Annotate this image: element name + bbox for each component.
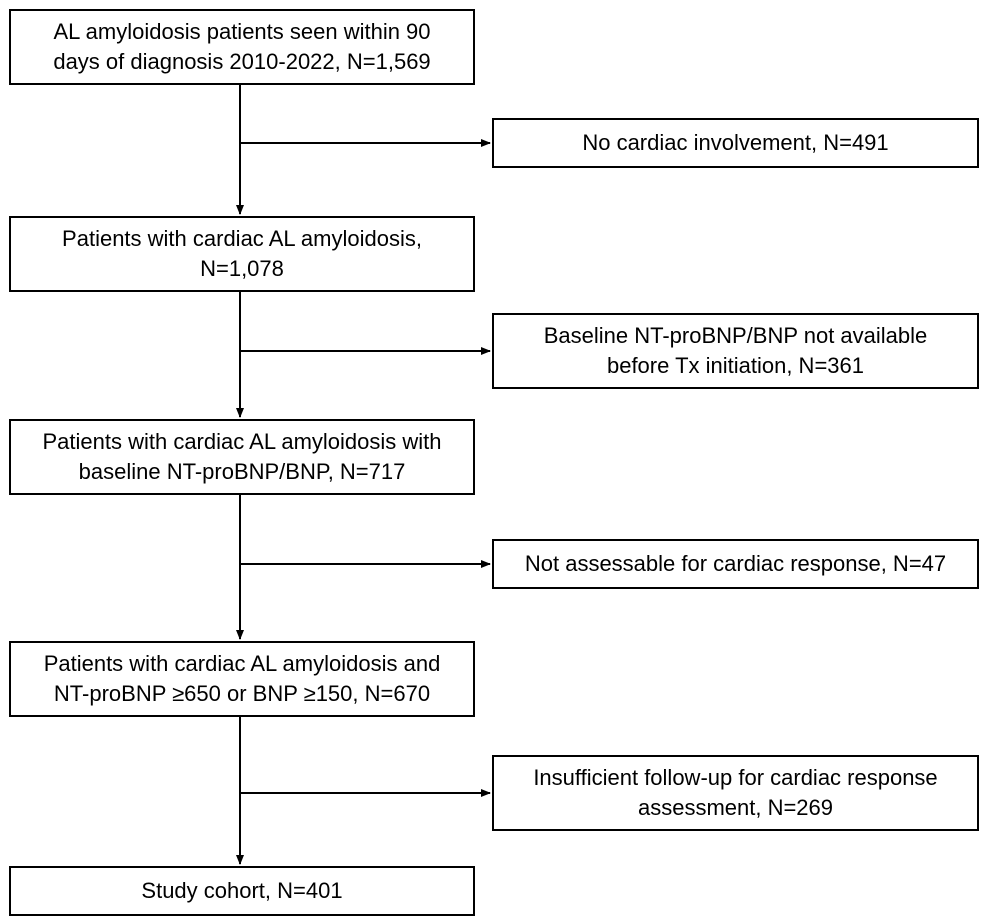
step-4-line-2: NT-proBNP ≥650 or BNP ≥150, N=670 (53, 681, 431, 706)
exclusion-box-insufficient-follow-up: Insufficient follow-up for cardiac respo… (492, 755, 979, 831)
exclusion-box-no-baseline-biomarker: Baseline NT-proBNP/BNP not available bef… (492, 313, 979, 389)
exclusion-1-line-1: No cardiac involvement, N=491 (582, 130, 889, 155)
step-5-line-1: Study cohort, N=401 (141, 878, 343, 903)
exclusion-box-not-assessable: Not assessable for cardiac response, N=4… (492, 539, 979, 589)
exclusion-4-line-1: Insufficient follow-up for cardiac respo… (533, 765, 938, 790)
exclusion-2-line-2: before Tx initiation, N=361 (606, 353, 864, 378)
exclusion-3-line-1: Not assessable for cardiac response, N=4… (524, 551, 947, 576)
step-box-biomarker-threshold: Patients with cardiac AL amyloidosis and… (9, 641, 475, 717)
step-3-line-1: Patients with cardiac AL amyloidosis wit… (42, 429, 442, 454)
exclusion-2-line-1: Baseline NT-proBNP/BNP not available (543, 323, 928, 348)
exclusion-box-no-cardiac-involvement: No cardiac involvement, N=491 (492, 118, 979, 168)
step-1-line-1: AL amyloidosis patients seen within 90 (53, 19, 431, 44)
exclusion-4-line-2: assessment, N=269 (637, 795, 834, 820)
step-box-cardiac-al: Patients with cardiac AL amyloidosis, N=… (9, 216, 475, 292)
step-3-line-2: baseline NT-proBNP/BNP, N=717 (78, 459, 406, 484)
step-2-line-2: N=1,078 (200, 256, 284, 281)
step-box-initial-population: AL amyloidosis patients seen within 90 d… (9, 9, 475, 85)
step-2-line-1: Patients with cardiac AL amyloidosis, (62, 226, 422, 251)
step-box-baseline-biomarker: Patients with cardiac AL amyloidosis wit… (9, 419, 475, 495)
step-box-study-cohort: Study cohort, N=401 (9, 866, 475, 916)
step-1-line-2: days of diagnosis 2010-2022, N=1,569 (53, 49, 431, 74)
step-4-line-1: Patients with cardiac AL amyloidosis and (43, 651, 441, 676)
